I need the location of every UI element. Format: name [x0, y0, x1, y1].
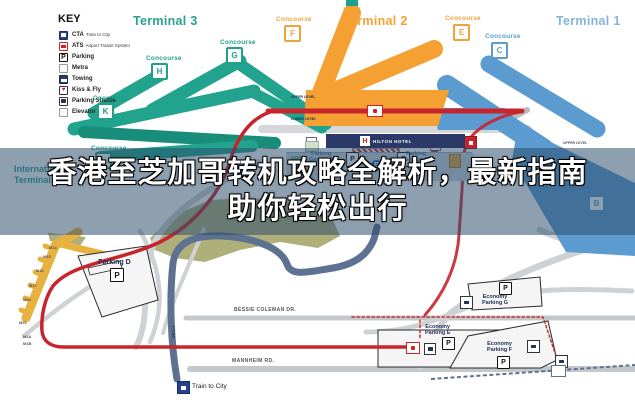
concourse-c-badge: C — [491, 42, 508, 59]
shuttle-stop-icon — [460, 296, 473, 309]
hilton-hotel-building: H HILTON HOTEL — [326, 134, 465, 148]
gate-label: M14 — [49, 245, 57, 250]
concourse-h-badge: H — [151, 63, 168, 80]
upper-level-label: UPPER LEVEL — [291, 95, 316, 99]
key-item-kiss-fly: ♥ Kiss & Fly — [59, 85, 101, 95]
i190-label: I-190 — [171, 326, 176, 339]
key-item-towing: Towing — [59, 74, 93, 84]
towing-icon — [59, 74, 68, 84]
concourse-g-label: Concourse — [220, 39, 256, 46]
concourse-f-label: Concourse — [276, 16, 312, 23]
gate-label: M15 — [43, 254, 51, 259]
terminal-3-label: Terminal 3 — [133, 14, 198, 28]
gate-label: M1B — [23, 341, 32, 346]
key-item-parking: P Parking — [59, 52, 94, 62]
parking-lots — [77, 245, 558, 369]
ats-station-icon — [367, 105, 383, 117]
concourse-e-badge: E — [453, 24, 470, 41]
elevator-icon — [59, 107, 68, 117]
terminal-2-label: Terminal 2 — [343, 14, 408, 28]
parking-icon: P — [59, 52, 68, 62]
terminal-1-label: Terminal 1 — [556, 14, 621, 28]
ats-terminus-icon — [406, 342, 420, 354]
cta-train-icon — [59, 30, 68, 40]
key-item-parking-shuttle: Parking Shuttle — [59, 96, 116, 106]
cta-train-icon — [177, 381, 190, 394]
economy-e-p-icon: P — [442, 337, 455, 350]
concourse-f-badge: F — [284, 25, 301, 42]
key-title: KEY — [58, 13, 81, 25]
parking-shuttle-icon — [59, 96, 68, 106]
banner-title-line2: 助你轻松出行 — [227, 193, 408, 225]
economy-f-p-icon: P — [497, 356, 510, 369]
upper-level-label-c: UPPER LEVEL — [563, 141, 588, 145]
title-banner: 香港至芝加哥转机攻略全解析，最新指南 助你轻松出行 — [0, 148, 635, 235]
banner-title-line1: 香港至芝加哥转机攻略全解析，最新指南 — [47, 156, 588, 189]
parking-d-p-icon: P — [110, 268, 124, 282]
gate-label: M17 — [29, 283, 37, 288]
gate-label: M1A — [23, 334, 32, 339]
concourse-g-badge: G — [226, 47, 243, 64]
metra-icon — [59, 63, 68, 73]
metra-line — [430, 364, 635, 380]
shuttle-stop-icon — [424, 343, 436, 355]
i190-road — [167, 223, 381, 383]
hilton-hotel-label: HILTON HOTEL — [373, 138, 412, 144]
train-to-city-label: Train to City — [192, 383, 227, 390]
shuttle-stop-icon — [527, 340, 540, 353]
concourse-badge-cutoff — [346, 0, 358, 6]
mannheim-rd-label: MANNHEIM RD. — [232, 358, 275, 364]
gate-label: M21 — [19, 320, 27, 325]
gate-label: M16 — [36, 268, 44, 273]
concourse-c-label: Concourse — [485, 33, 521, 40]
concourse-k-badge: K — [97, 103, 114, 120]
hilton-logo-icon: H — [360, 136, 370, 146]
parking-d-label: Parking D — [98, 259, 131, 266]
concourse-h-label: Concourse — [146, 55, 182, 62]
key-item-elevator: Elevator — [59, 107, 96, 117]
kiss-and-fly-icon: ♥ — [59, 85, 68, 95]
lower-level-label: LOWER LEVEL — [291, 117, 317, 121]
bessie-coleman-dr-label: BESSIE COLEMAN DR. — [234, 307, 297, 313]
metra-station-icon — [551, 365, 566, 377]
key-item-metra: Metra — [59, 63, 88, 73]
concourse-k-label: Concourse — [93, 95, 129, 102]
ats-icon — [59, 41, 68, 51]
economy-g-p-icon: P — [499, 282, 512, 295]
gate-label: M18 — [23, 297, 31, 302]
concourse-e-label: Concourse — [445, 15, 481, 22]
